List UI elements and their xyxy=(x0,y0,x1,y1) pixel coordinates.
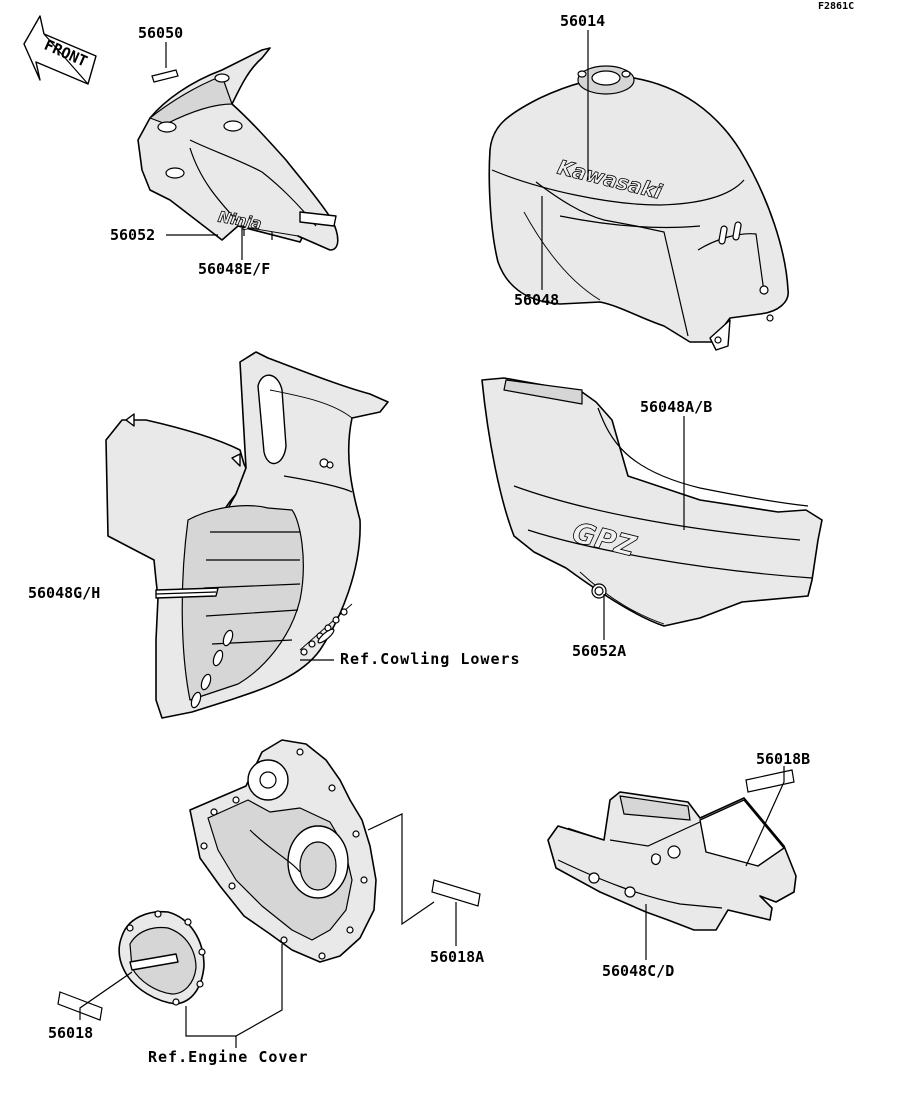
diagram-code: F2861C xyxy=(818,1,854,12)
label-56048ef: 56048E/F xyxy=(198,260,270,278)
label-56018b: 56018B xyxy=(756,750,810,768)
label-56052a: 56052A xyxy=(572,642,626,660)
decal-56018b xyxy=(745,769,795,793)
label-56018: 56018 xyxy=(48,1024,93,1042)
label-56050: 56050 xyxy=(138,24,183,42)
ref-engine-cover: Ref.Engine Cover xyxy=(148,1048,309,1066)
label-56018a: 56018A xyxy=(430,948,484,966)
engine-cover xyxy=(118,739,377,1006)
decal-56018a xyxy=(431,879,481,907)
leader-lines xyxy=(79,30,785,1048)
lower-cowling xyxy=(105,351,389,719)
ref-cowling-lowers: Ref.Cowling Lowers xyxy=(340,650,521,668)
side-cover: GPZ xyxy=(481,377,823,627)
front-arrow-icon: FRONT xyxy=(23,15,97,85)
upper-fairing: Ninja xyxy=(137,47,339,251)
label-56048cd: 56048C/D xyxy=(602,962,674,980)
fuel-tank: Kawasaki xyxy=(488,65,789,351)
label-56014: 56014 xyxy=(560,12,605,30)
label-56048gh: 56048G/H xyxy=(28,584,100,602)
label-56052: 56052 xyxy=(110,226,155,244)
chain-cover xyxy=(547,791,797,931)
label-56048ab: 56048A/B xyxy=(640,398,712,416)
label-56048: 56048 xyxy=(514,291,559,309)
decal-56050 xyxy=(151,69,179,83)
